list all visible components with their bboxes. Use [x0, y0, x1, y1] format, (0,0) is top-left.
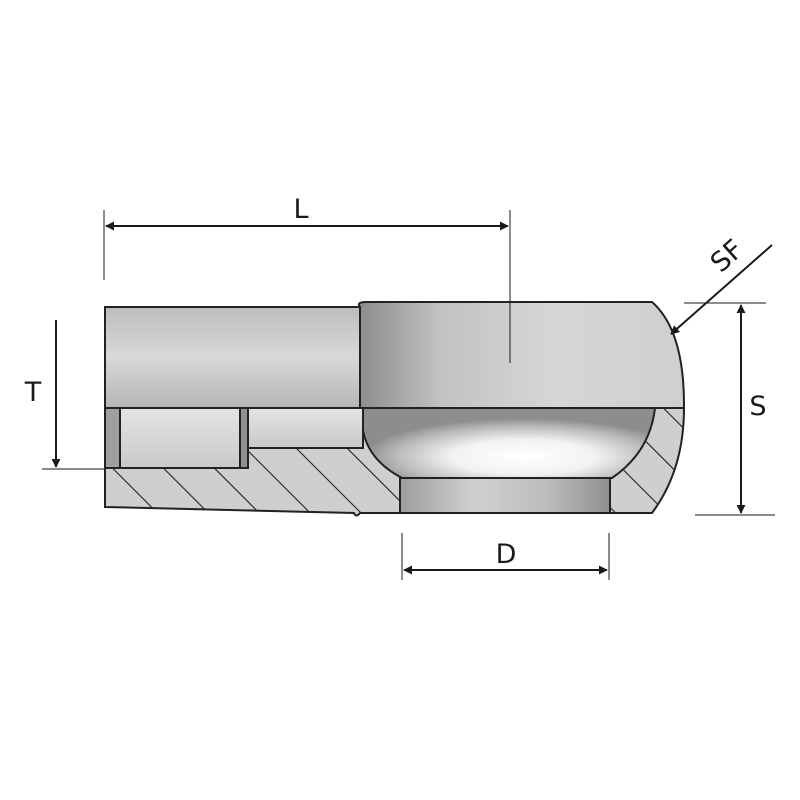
- thread-depth-label: T: [24, 377, 42, 408]
- bore-diameter-label: D: [496, 539, 517, 570]
- head-exterior: [357, 301, 685, 409]
- ball-socket-cavity: [362, 407, 657, 479]
- length-label: L: [293, 194, 308, 225]
- dimension-bore-diameter: D: [401, 533, 610, 580]
- spanner-flat-label: SF: [705, 234, 750, 279]
- thread-bore-step: [239, 407, 249, 469]
- height-label: S: [749, 391, 766, 422]
- part-body: [104, 301, 686, 517]
- dimension-thread-depth: T: [24, 320, 104, 470]
- thread-bore: [119, 407, 241, 469]
- shaft-exterior: [104, 306, 361, 409]
- spanner-flat-leader: [670, 244, 773, 335]
- dimension-height: S: [684, 302, 775, 516]
- drill-passage: [247, 407, 364, 449]
- dimension-length: L: [103, 194, 511, 363]
- bottom-bore: [399, 477, 611, 514]
- leader-spanner-flat: SF: [670, 234, 773, 335]
- thread-bore-shade: [104, 407, 121, 469]
